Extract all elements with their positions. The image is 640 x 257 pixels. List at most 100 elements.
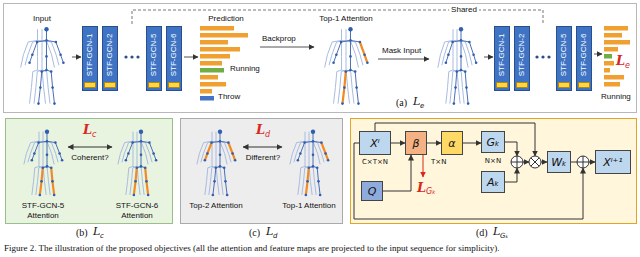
operation-box: Xˡ⁺¹ [595,150,631,174]
skeleton-bone [146,153,149,164]
feature-strip [516,82,528,88]
skeleton-joint [219,165,222,168]
skeleton-bone [129,166,133,167]
block-label: STF-GCN-1 [497,33,507,76]
score-bar [200,82,226,87]
skeleton-bone [220,168,221,182]
block-label: Gₖ [486,136,499,149]
skeleton-joint [460,55,463,58]
skeleton-bone [305,155,306,167]
skeleton-bone [142,181,144,195]
skeleton-joint [348,27,352,31]
skeleton-joint [468,41,471,44]
label-holder: c [100,232,104,240]
skeleton-bone [341,40,350,42]
skeleton-bone [300,143,304,154]
skeleton-joint [303,141,306,144]
skeleton-joint [312,165,315,168]
skeleton-joint [155,159,158,162]
score-bar [604,54,612,59]
skeleton-sequence [24,130,64,197]
ellipsis-dot [136,55,139,58]
skeleton-bone [201,153,204,162]
skeleton-joint [40,180,43,183]
label-holder: Different? [246,153,281,163]
skeleton-joint [140,165,143,168]
score-bar [604,61,614,66]
skeleton-joint [344,70,347,73]
skeleton-bone [216,141,217,155]
skeleton-joint [37,141,40,144]
text-label: Running [601,92,631,102]
skeleton-bone [301,166,305,167]
skeleton-bone [33,70,38,72]
add-symbol [511,156,523,168]
add-symbol [577,156,589,168]
feature-strip [168,82,180,88]
skeleton-bone [37,40,46,42]
skeleton-joint [324,152,327,155]
skeleton-bone [207,168,208,182]
skeleton-bone [44,181,46,195]
label-holder: Mask Input [382,46,421,56]
skeleton-sequence [197,130,237,197]
block-label: Xˡ⁺¹ [603,156,623,169]
skeleton-bone [51,42,56,55]
skeleton-bone [36,181,38,195]
skeleton-bone [313,143,317,154]
label-holder: T×N [431,158,446,167]
skeleton-bone [325,55,328,68]
score-bar [604,26,628,31]
label-holder: d [265,130,270,139]
skeleton-joint [349,69,352,72]
skeleton-joint [144,166,147,169]
skeleton-joint [341,102,344,105]
label-holder: e [625,61,630,70]
loss-subscript: Gₖ [500,232,508,240]
loss-symbol: L [83,122,92,137]
skeleton-bone [335,72,336,88]
attention-bone [321,143,325,154]
text-label: Top-1 Attention [271,201,347,211]
block-label: Aₖ [487,176,499,189]
skeleton-bone [209,181,211,195]
skeleton-bone [461,72,462,88]
label-holder: d [273,232,277,240]
skeleton-joint [460,69,463,72]
block-label: STF-GCN-2 [517,33,527,76]
skeleton-bone [458,88,460,104]
skeleton-bone [317,168,318,182]
flow-arrow [72,57,81,58]
operation-box: Gₖ [481,131,505,153]
skeleton-joint [299,152,302,155]
skeleton-bone [48,88,50,104]
skeleton-bone [43,141,44,155]
label-holder: N×N [485,157,501,166]
text-label: Throw [218,92,240,102]
score-bar [200,75,218,80]
skeleton-joint [472,54,475,57]
skeleton-bone [341,29,342,40]
skeleton-bone [56,55,59,65]
skeleton-bone [137,141,138,155]
skeleton-bone [462,88,464,104]
skeleton-joint [36,41,39,44]
skeleton-joint [46,140,49,143]
skeleton-bone [35,166,39,167]
label-holder: L [266,226,273,238]
skeleton-bone [352,88,354,104]
skeleton-bone [211,168,212,182]
score-bar [604,82,620,87]
skeleton-joint [62,62,65,65]
dimension-label: N×N [485,157,501,166]
skeleton-joint [316,166,319,169]
skeleton-bone [34,168,35,182]
skeleton-bone [318,153,321,164]
skeleton-joint [445,62,448,65]
skeleton-joint [447,54,450,57]
operator-ring [529,156,541,168]
attention-bone [306,181,308,195]
skeleton-joint [152,152,155,155]
skeleton-bone [310,181,312,195]
